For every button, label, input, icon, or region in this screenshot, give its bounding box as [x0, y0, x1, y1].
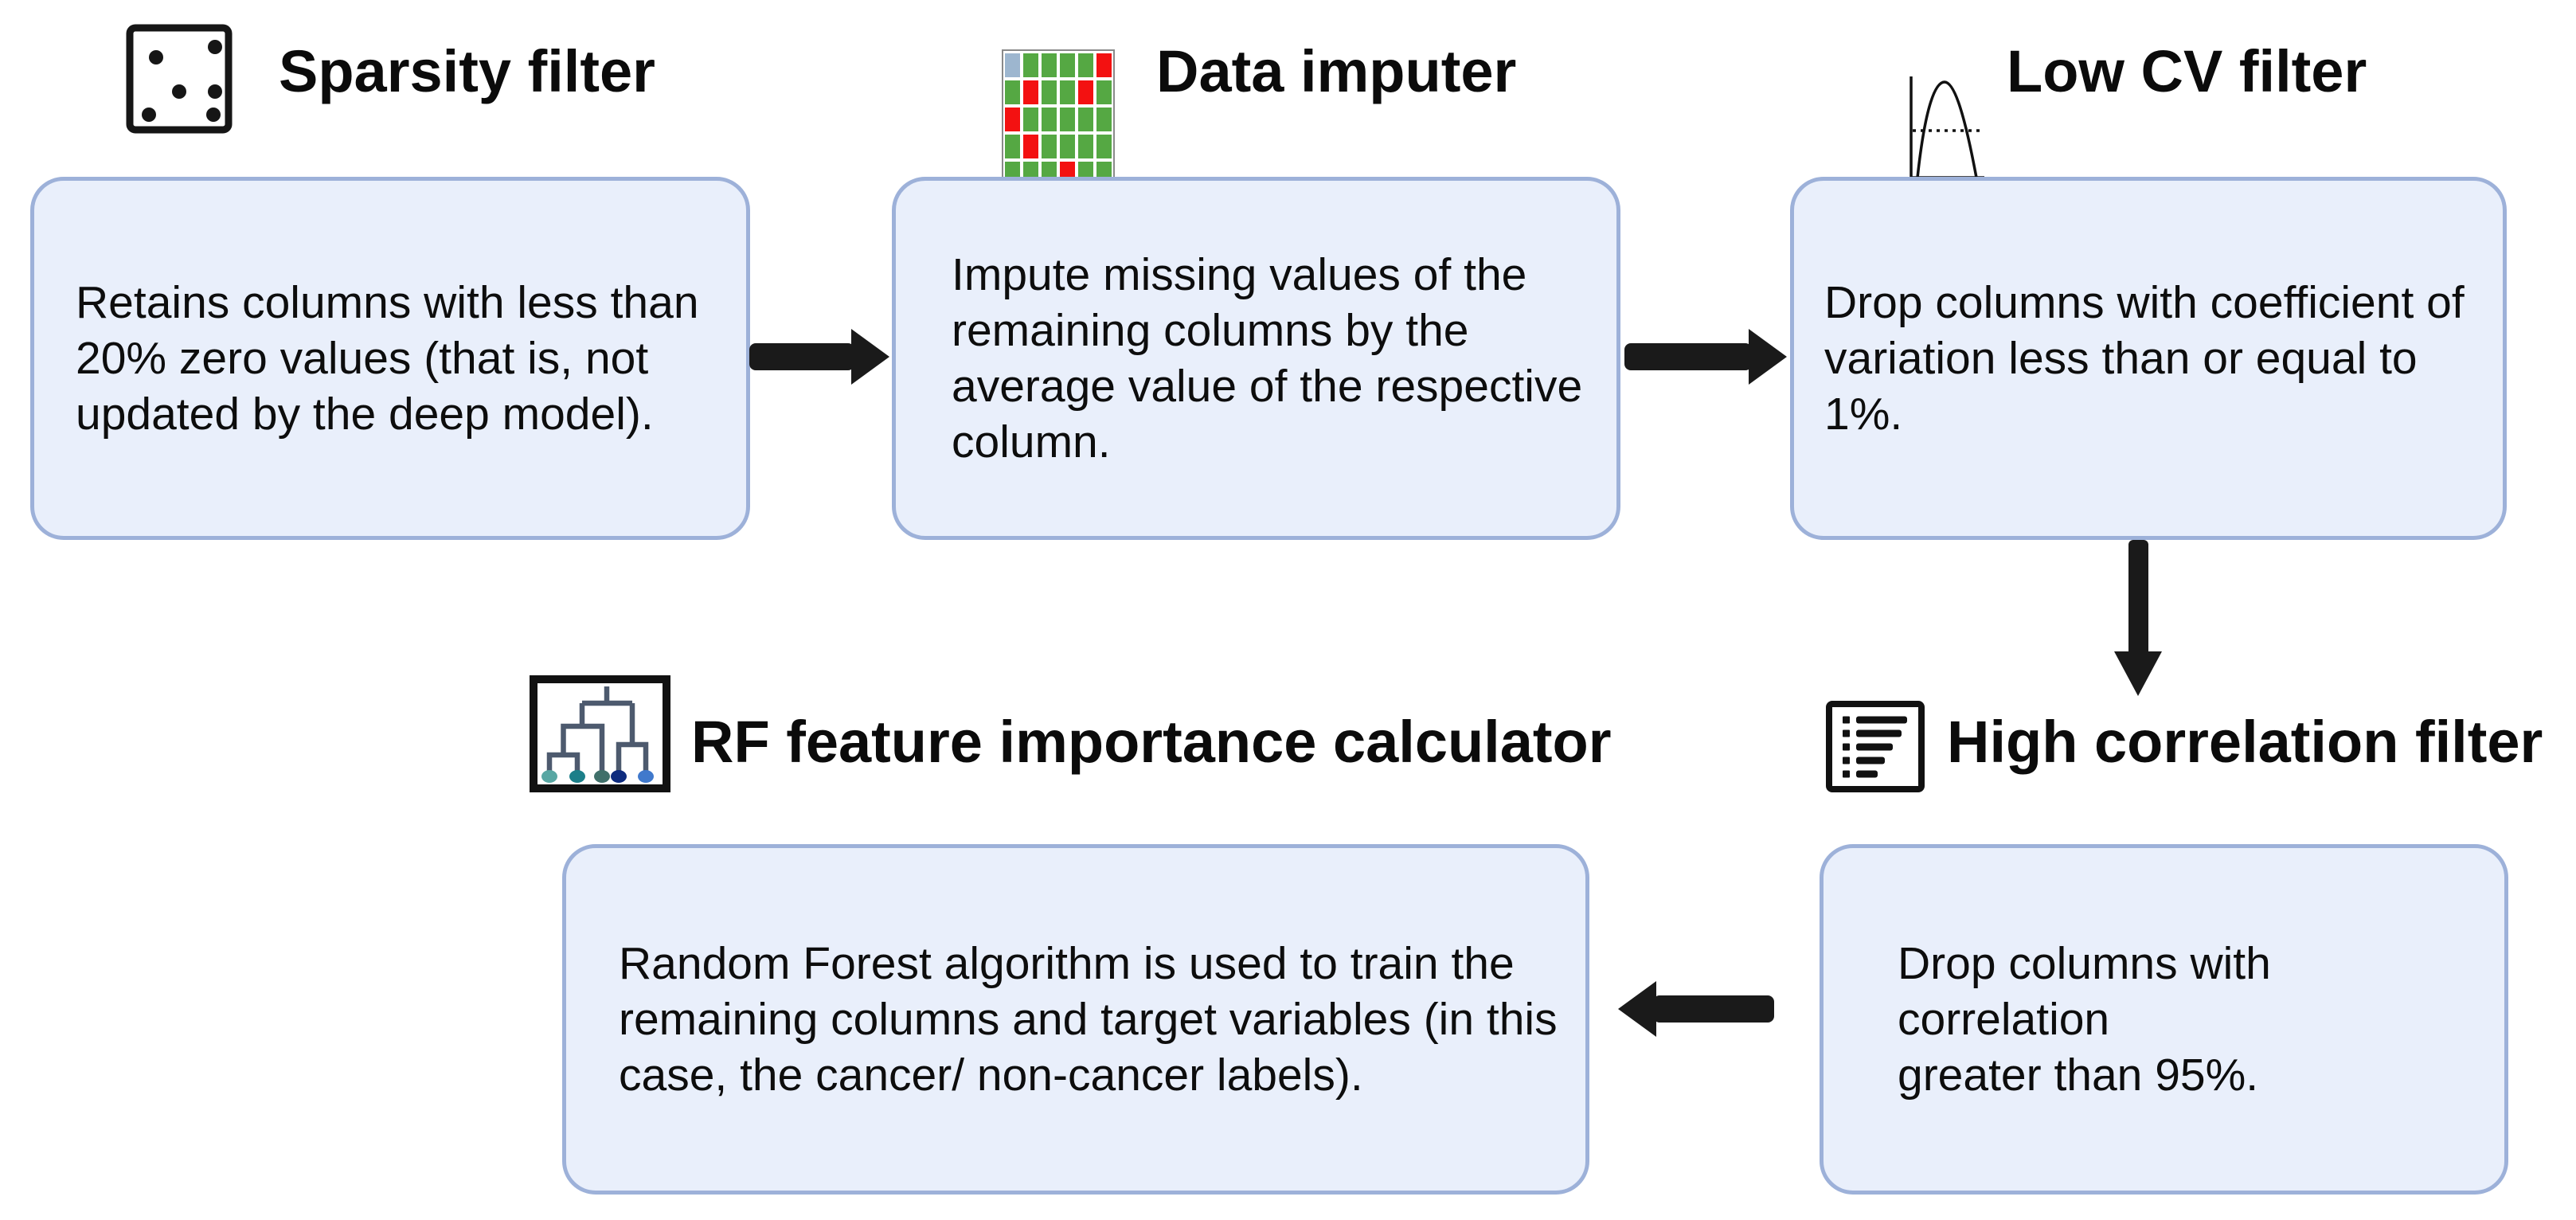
step-description-sparsity: Retains columns with less than 20% zero …: [76, 276, 699, 440]
arrow-right-icon: [1624, 328, 1787, 385]
sparse-dots-icon: [126, 24, 233, 134]
step-title-sparsity: Sparsity filter: [279, 38, 655, 104]
step-description-high-corr: Drop columns with correlation greater th…: [1898, 937, 2271, 1101]
step-box-low-cv: Drop columns with coefficient of variati…: [1790, 177, 2507, 540]
step-title-rf: RF feature importance calculator: [691, 709, 1612, 775]
step-description-low-cv: Drop columns with coefficient of variati…: [1824, 276, 2465, 440]
step-title-high-corr: High correlation filter: [1947, 709, 2543, 775]
arrow-down-icon: [2113, 540, 2164, 696]
distribution-curve-icon: [1907, 72, 1988, 183]
arrow-left-icon: [1618, 980, 1774, 1038]
step-box-rf: Random Forest algorithm is used to train…: [562, 844, 1589, 1195]
step-box-high-corr: Drop columns with correlation greater th…: [1820, 844, 2508, 1195]
step-box-imputer: Impute missing values of the remaining c…: [892, 177, 1620, 540]
step-description-rf: Random Forest algorithm is used to train…: [619, 937, 1558, 1101]
step-box-sparsity: Retains columns with less than 20% zero …: [30, 177, 750, 540]
step-title-low-cv: Low CV filter: [2007, 38, 2367, 104]
step-title-imputer: Data imputer: [1156, 38, 1517, 104]
arrow-right-icon: [749, 328, 889, 385]
sorted-list-icon: [1826, 701, 1925, 792]
dendrogram-icon: [530, 675, 670, 792]
data-grid-icon: [1002, 49, 1115, 191]
step-description-imputer: Impute missing values of the remaining c…: [952, 248, 1583, 468]
